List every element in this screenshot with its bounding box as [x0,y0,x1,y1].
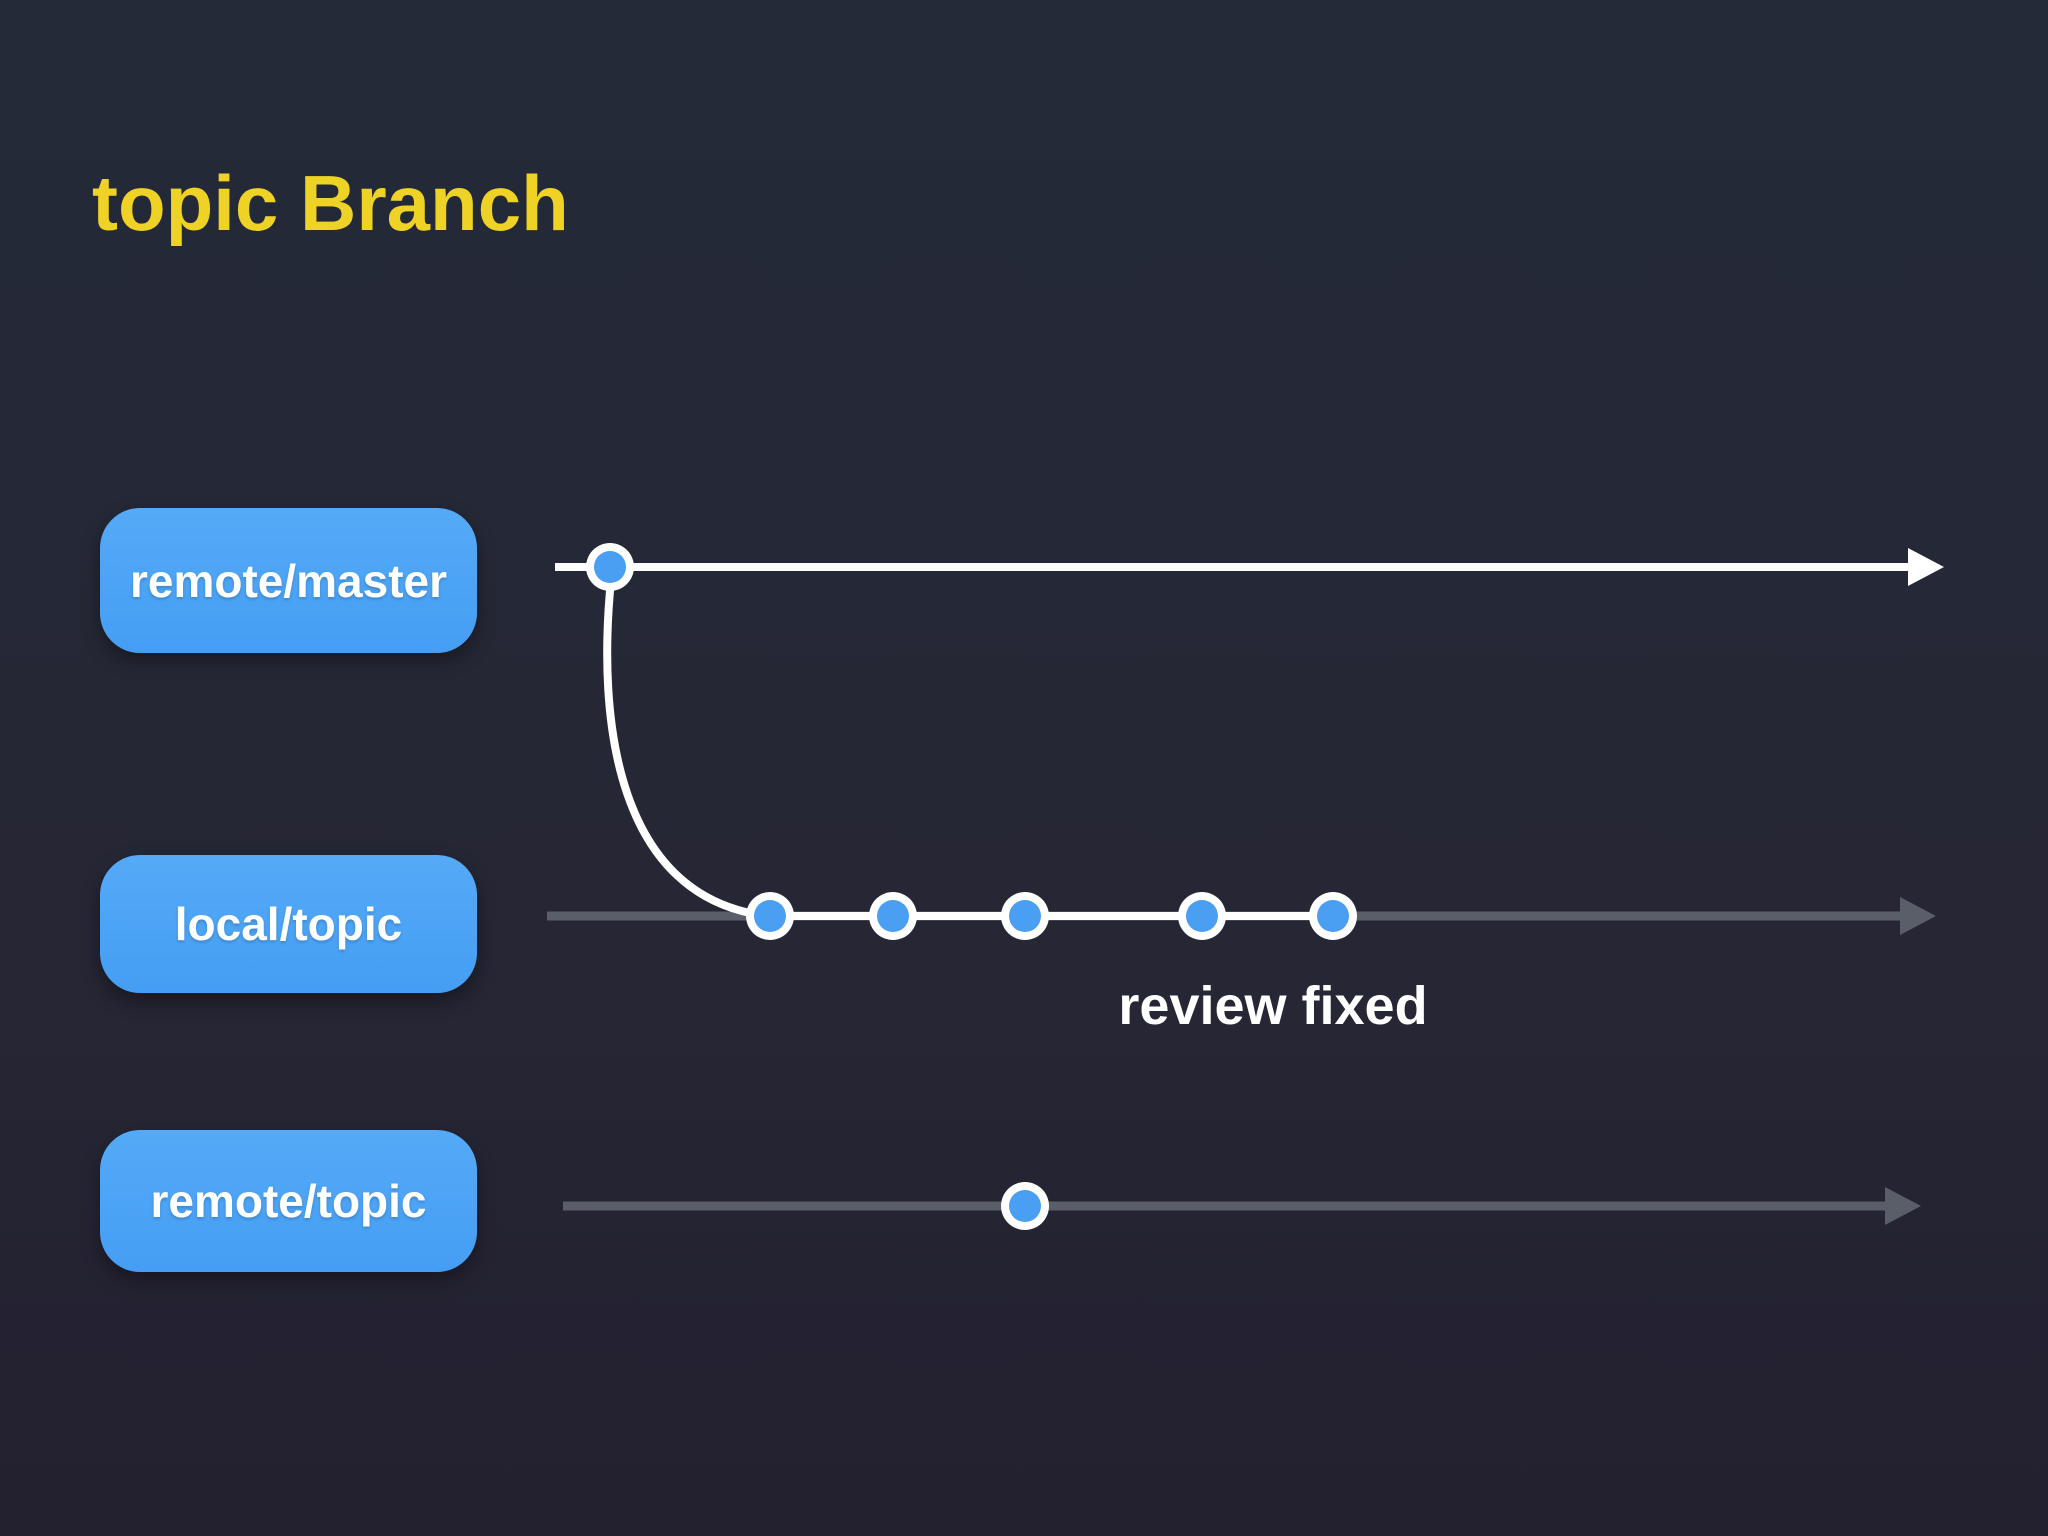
commit-dot [594,551,626,583]
commit-dot [877,900,909,932]
slide-title: topic Branch [92,159,569,247]
branch-label-text: remote/master [129,554,448,607]
arrowhead-icon-remote-master [1908,548,1944,586]
arrowhead-icon-remote-topic [1885,1187,1921,1225]
commit-dot [1009,1190,1041,1222]
branch-label-remote-topic: remote/topic [100,1130,477,1272]
branch-label-local-topic: local/topic [100,855,477,993]
branch-label-text: remote/topic [150,1175,427,1227]
branch-curve [603,576,772,920]
commit-dot [1186,900,1218,932]
branch-label-remote-master: remote/master [100,508,477,653]
commit-dot [1317,900,1349,932]
commit-annotation: review fixed [1118,976,1428,1036]
arrowhead-icon-local-topic [1900,897,1936,935]
commit-dot [1009,900,1041,932]
branch-label-text: local/topic [174,898,403,950]
commit-dot [754,900,786,932]
